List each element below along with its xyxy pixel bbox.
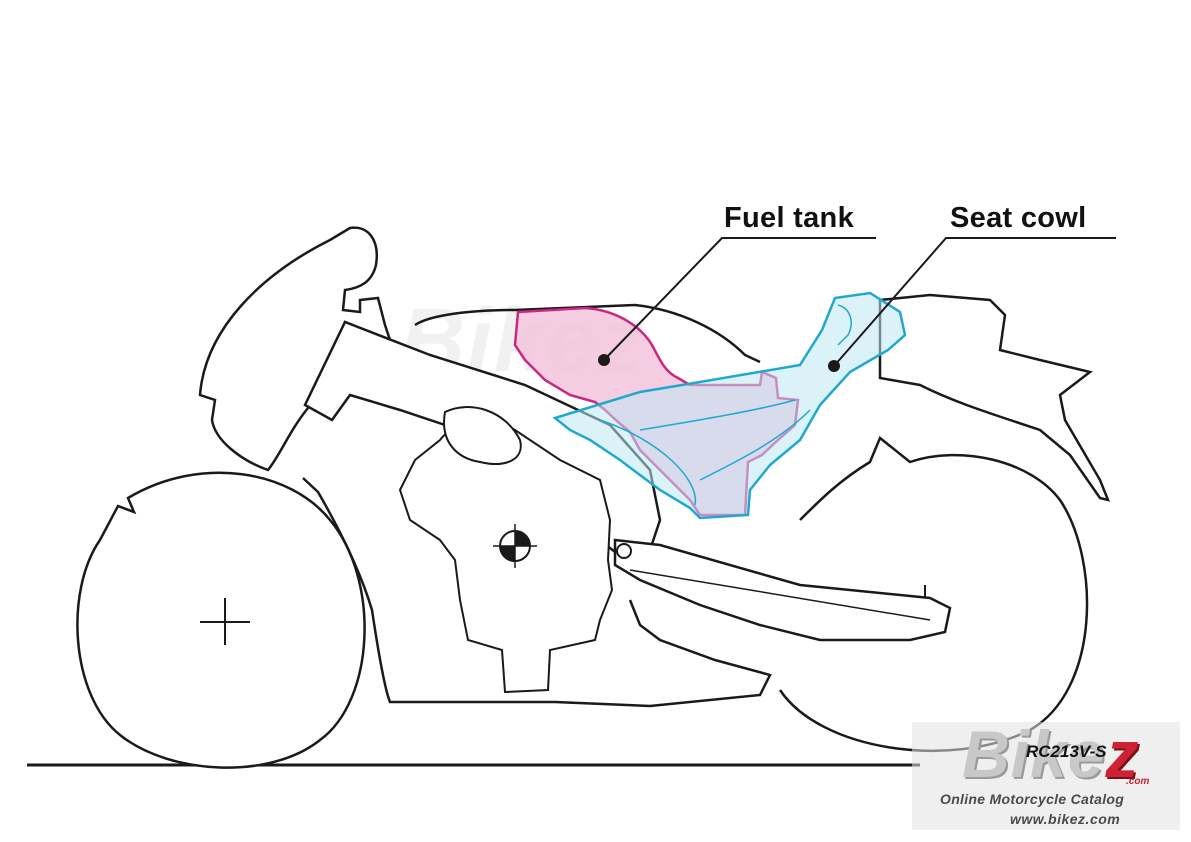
watermark-domain-suffix: .com xyxy=(1126,776,1150,787)
swingarm-pivot xyxy=(616,543,632,559)
seat-cowl-leader xyxy=(833,237,1116,367)
watermark-tagline: Online Motorcycle Catalog xyxy=(940,791,1125,807)
center-of-gravity-icon xyxy=(493,524,537,568)
seat-cowl-shape xyxy=(552,291,907,520)
watermark-url: www.bikez.com xyxy=(1010,811,1121,827)
chain-line xyxy=(629,569,931,621)
seat-cowl-label: Seat cowl xyxy=(950,202,1087,234)
fuel-tank-leader xyxy=(603,237,876,361)
model-name: RC213V-S xyxy=(1026,742,1107,761)
tank-cover xyxy=(414,303,761,364)
fuel-tank-label: Fuel tank xyxy=(724,202,854,234)
seat-cowl-strut xyxy=(837,304,852,346)
swingarm xyxy=(613,538,952,642)
seat-cowl-dot xyxy=(828,360,840,372)
seat-cowl-inner xyxy=(599,399,811,506)
fuel-tank-dot xyxy=(598,354,610,366)
front-wheel xyxy=(76,471,366,769)
watermark-panel xyxy=(912,722,1180,830)
lower-fairing xyxy=(302,477,772,708)
tail-section xyxy=(878,293,1111,502)
front-fairing xyxy=(198,226,393,472)
watermark-logo: Bikez xyxy=(962,717,1140,791)
engine-upper-detail xyxy=(443,406,522,465)
